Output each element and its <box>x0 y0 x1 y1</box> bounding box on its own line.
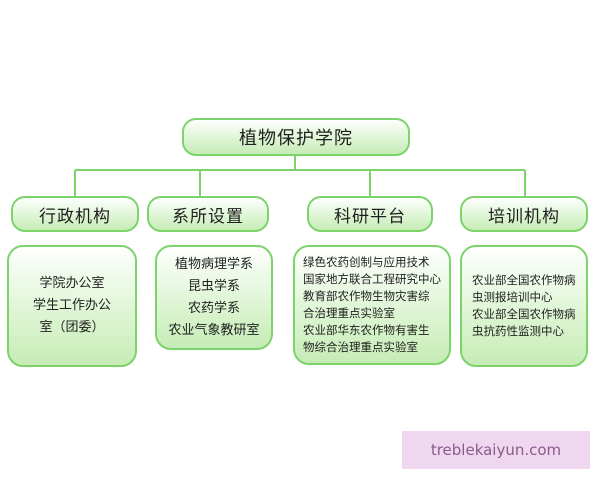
list-item: 虫测报培训中心 <box>472 290 553 304</box>
root-node: 植物保护学院 <box>182 118 410 156</box>
detail-card-training: 农业部全国农作物病 虫测报培训中心 农业部全国农作物病 虫抗药性监测中心 <box>460 245 588 367</box>
list-item: 昆虫学系 <box>187 278 240 294</box>
list-item: 合治理重点实验室 <box>303 306 395 320</box>
list-item: 绿色农药创制与应用技术 <box>303 255 430 269</box>
root-node-label: 植物保护学院 <box>239 128 353 149</box>
list-item: 农药学系 <box>187 300 240 316</box>
detail-card-admin: 学院办公室 学生工作办公 室（团委） <box>7 245 137 367</box>
list-item: 学院办公室 <box>39 276 105 291</box>
category-node-admin: 行政机构 <box>11 196 139 232</box>
category-label: 行政机构 <box>39 206 111 227</box>
watermark-banner: treblekaiyun.com <box>402 431 590 469</box>
list-item: 农业部华东农作物有害生 <box>303 323 430 337</box>
category-node-departments: 系所设置 <box>147 196 269 232</box>
category-label: 培训机构 <box>488 206 560 227</box>
list-item: 学生工作办公 <box>32 298 111 313</box>
category-node-research: 科研平台 <box>307 196 433 232</box>
list-item: 国家地方联合工程研究中心 <box>303 272 441 286</box>
detail-card-departments: 植物病理学系 昆虫学系 农药学系 农业气象教研室 <box>155 245 273 350</box>
detail-card-research: 绿色农药创制与应用技术 国家地方联合工程研究中心 教育部农作物生物灾害综 合治理… <box>293 245 451 365</box>
list-item: 农业部全国农作物病 <box>472 307 576 321</box>
list-item: 植物病理学系 <box>174 256 253 272</box>
list-item: 教育部农作物生物灾害综 <box>303 289 430 303</box>
list-item: 农业部全国农作物病 <box>472 273 576 287</box>
list-item: 虫抗药性监测中心 <box>472 324 564 338</box>
category-label: 系所设置 <box>172 206 244 227</box>
category-label: 科研平台 <box>334 206 406 227</box>
list-item: 物综合治理重点实验室 <box>303 340 418 354</box>
watermark-text: treblekaiyun.com <box>430 441 562 459</box>
list-item: 室（团委） <box>39 320 105 335</box>
category-node-training: 培训机构 <box>460 196 588 232</box>
list-item: 农业气象教研室 <box>168 322 260 338</box>
